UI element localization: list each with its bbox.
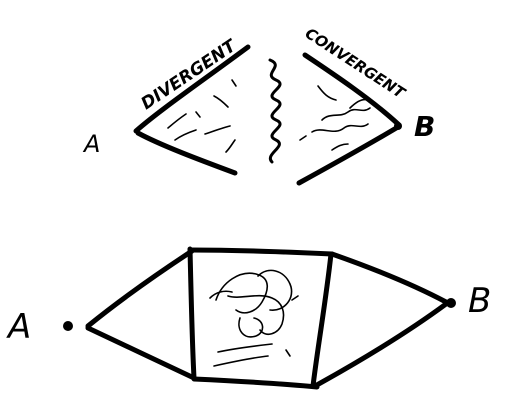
center-box-scribbles: [210, 270, 298, 366]
center-box-top: [190, 250, 332, 254]
box-scribble: [228, 296, 284, 335]
divergent-scribble: [175, 130, 196, 140]
box-scribble: [239, 318, 263, 337]
center-box-bottom: [194, 379, 317, 387]
center-box-right: [313, 254, 331, 386]
box-scribble: [286, 350, 290, 356]
bottom-end-point-dot: [446, 298, 456, 308]
divergent-scribble: [214, 96, 228, 107]
divergent-scribble: [168, 114, 186, 128]
bottom-start-label: A: [6, 307, 31, 347]
convergent-scribble: [312, 124, 368, 132]
bottom-left-lower-edge: [88, 328, 194, 378]
top-sketch: DIVERGENT CONVERGENT A B: [82, 24, 435, 183]
divergent-lower-edge: [138, 133, 235, 173]
bottom-end-label: B: [468, 281, 491, 321]
top-start-label: A: [82, 130, 100, 158]
convergent-scribble: [332, 144, 348, 150]
convergent-lower-edge: [299, 127, 398, 183]
box-scribble: [292, 296, 298, 300]
transition-squiggle: [270, 60, 280, 162]
convergent-scribble: [322, 108, 370, 120]
bottom-sketch: A B: [6, 249, 491, 387]
convergent-scribble: [318, 86, 336, 100]
bottom-right-lower-edge: [315, 304, 446, 386]
bottom-start-point-dot: [63, 321, 73, 331]
convergent-scribble: [350, 99, 368, 108]
divergent-label: DIVERGENT: [138, 35, 241, 114]
convergent-scribble: [300, 136, 306, 140]
divergent-scribble: [232, 80, 236, 86]
box-scribble: [218, 344, 272, 352]
divergent-scribble: [196, 112, 200, 117]
box-scribble: [214, 356, 268, 366]
divergent-scribble: [205, 126, 230, 134]
center-box-left: [190, 249, 194, 378]
top-end-point-dot: [394, 122, 402, 130]
divergent-scribble: [226, 140, 235, 152]
bottom-right-upper-edge: [332, 254, 446, 302]
bottom-left-upper-edge: [88, 251, 192, 326]
box-scribble: [216, 273, 267, 313]
top-end-label: B: [414, 110, 435, 143]
